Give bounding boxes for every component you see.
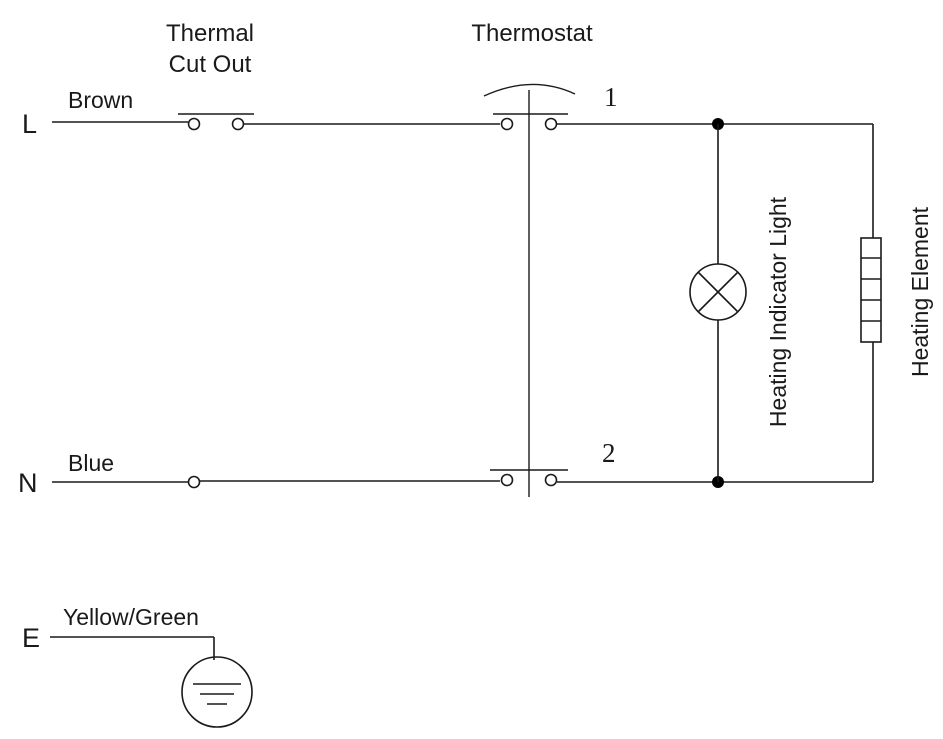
- thermostat-contact-1: [483, 83, 576, 131]
- terminal-2-label: 2: [602, 438, 616, 468]
- thermostat-label: Thermostat: [471, 20, 593, 47]
- lamp-icon: [689, 263, 747, 321]
- thermostat-terminal-2a: [500, 473, 514, 487]
- ground-icon: [181, 656, 253, 728]
- neutral-terminal: [187, 475, 201, 489]
- thermostat-terminal-2b: [544, 473, 558, 487]
- thermal-cut-out-terminal-left: [187, 117, 201, 131]
- earth-terminal-label: E: [22, 623, 40, 653]
- indicator-light-label: Heating Indicator Light: [765, 196, 791, 427]
- thermostat-terminal-1a: [500, 117, 514, 131]
- thermal-cut-out-switch: [178, 113, 254, 131]
- live-wire-color-label: Brown: [68, 87, 133, 113]
- neutral-terminal-label: N: [18, 468, 38, 498]
- thermal-cut-out-label-line1: Thermal: [166, 20, 254, 47]
- heating-element-label: Heating Element: [907, 206, 933, 377]
- heating-element-icon: [860, 237, 882, 343]
- thermostat-terminal-1b: [544, 117, 558, 131]
- thermal-cut-out-label-line2: Cut Out: [169, 51, 252, 78]
- live-terminal-label: L: [22, 109, 37, 139]
- thermal-cut-out-terminal-right: [231, 117, 245, 131]
- terminal-1-label: 1: [604, 82, 618, 112]
- thermostat-bimetal-arc: [483, 83, 576, 97]
- neutral-wire-color-label: Blue: [68, 450, 114, 476]
- earth-wire-color-label: Yellow/Green: [63, 604, 199, 630]
- thermostat-contact-2: [490, 469, 568, 487]
